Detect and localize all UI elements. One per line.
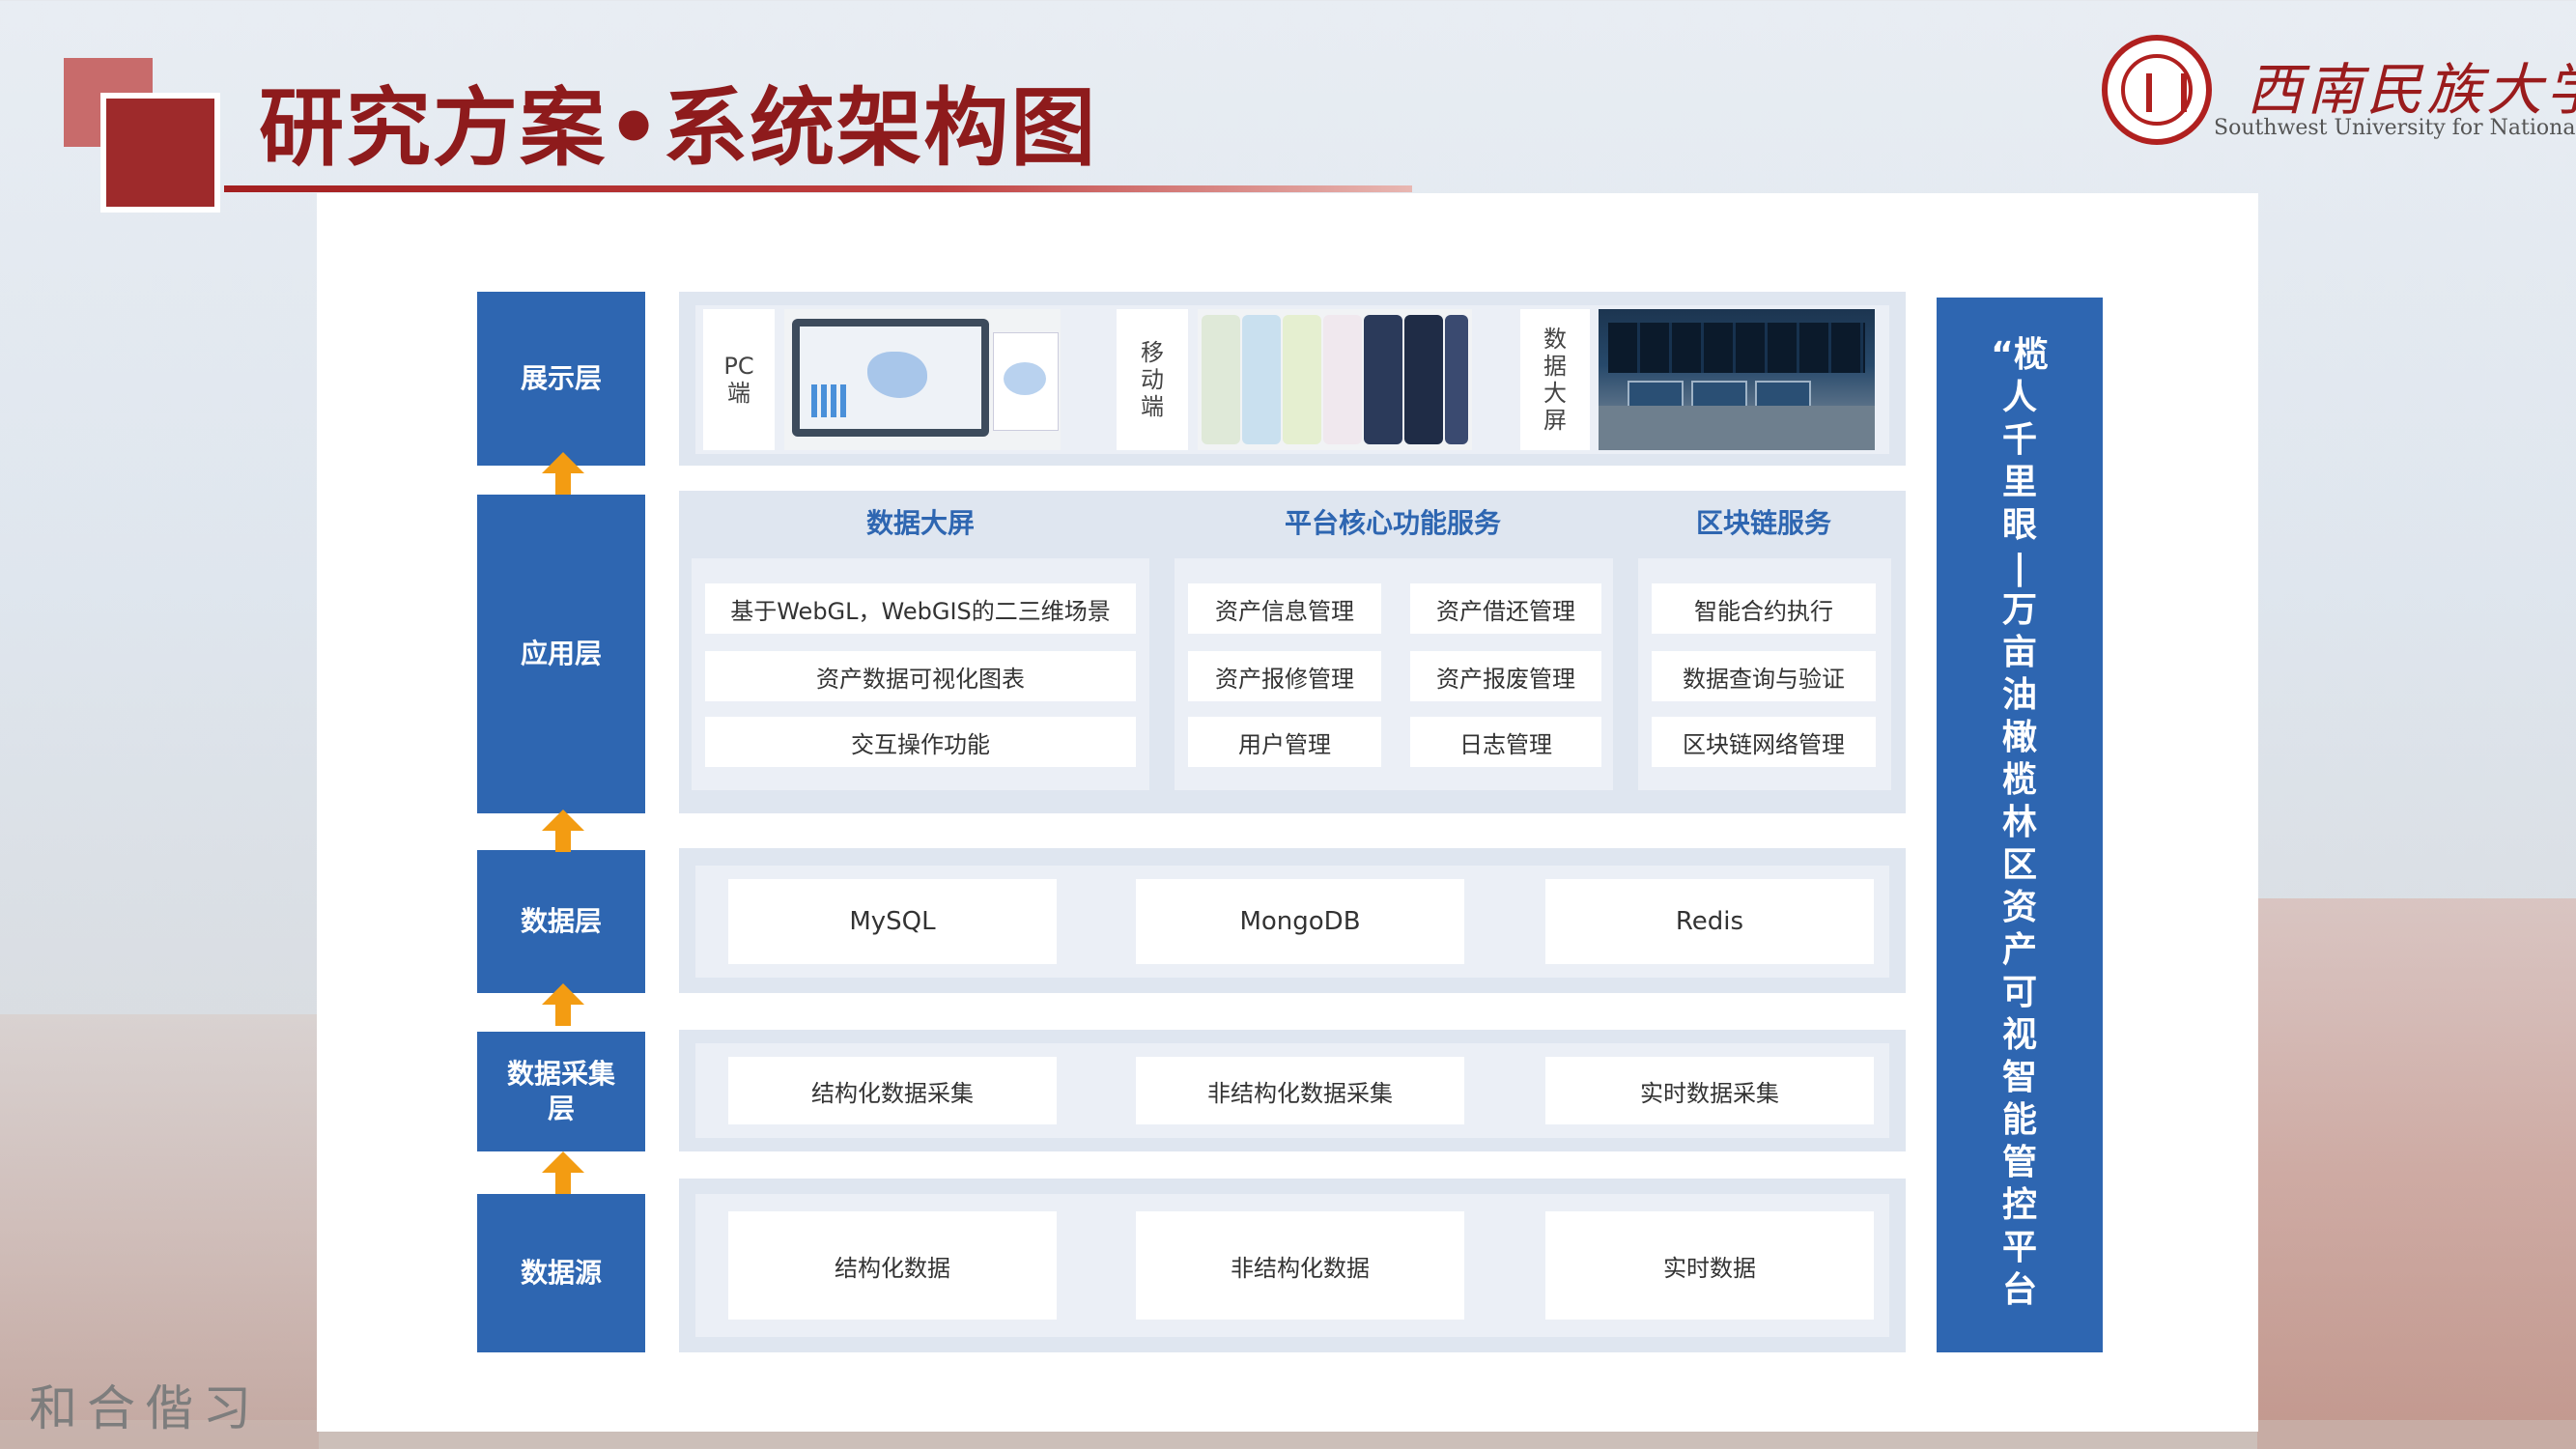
- layer-label-source: 数据源: [477, 1194, 645, 1352]
- database-redis: Redis: [1545, 879, 1874, 964]
- app-item: 资产报修管理: [1188, 651, 1381, 701]
- platform-title-char: 油: [2001, 675, 2037, 715]
- university-seal-logo: [2102, 35, 2212, 145]
- page-title: 研究方案•系统架构图: [259, 78, 1098, 178]
- collection-item: 非结构化数据采集: [1136, 1057, 1464, 1124]
- app-item: 智能合约执行: [1652, 583, 1876, 634]
- app-item: 基于WebGL，WebGIS的二三维场景: [705, 583, 1136, 634]
- app-item: 区块链网络管理: [1652, 717, 1876, 767]
- bigscreen-label: 数 据 大 屏: [1520, 309, 1590, 450]
- platform-title-char: 管: [2001, 1143, 2037, 1182]
- platform-title-char: 视: [2001, 1015, 2037, 1055]
- platform-title-char: 智: [2001, 1058, 2037, 1097]
- platform-title-char: 可: [2001, 973, 2037, 1012]
- layer-label-application: 应用层: [477, 495, 645, 813]
- pc-label: PC 端: [703, 309, 775, 450]
- platform-title-char: 眼: [2001, 505, 2037, 545]
- platform-title-char: 资: [2001, 888, 2037, 927]
- app-item: 用户管理: [1188, 717, 1381, 767]
- database-mongodb: MongoDB: [1136, 879, 1464, 964]
- background-building-right: [2257, 898, 2576, 1449]
- section-title-core-services: 平台核心功能服务: [1284, 507, 1501, 539]
- app-item: 资产信息管理: [1188, 583, 1381, 634]
- source-item: 非结构化数据: [1136, 1211, 1464, 1320]
- app-item: 资产报废管理: [1410, 651, 1601, 701]
- platform-title-char: 里: [2001, 463, 2037, 502]
- platform-title-char: 千: [2001, 420, 2037, 460]
- platform-title-char: |: [2013, 548, 2026, 587]
- database-mysql: MySQL: [728, 879, 1057, 964]
- platform-title-char: 橄: [2001, 718, 2037, 757]
- app-item: 数据查询与验证: [1652, 651, 1876, 701]
- layer-label-presentation: 展示层: [477, 292, 645, 466]
- platform-title-char: 台: [2001, 1270, 2037, 1310]
- background-building-left: [0, 1014, 319, 1449]
- layer-label-collection: 数据采集 层: [477, 1032, 645, 1151]
- section-title-data-screen: 数据大屏: [865, 507, 975, 539]
- platform-title-char: 人: [2001, 378, 2037, 417]
- platform-title-char: 能: [2001, 1100, 2037, 1140]
- university-name-cn: 西南民族大学: [2247, 57, 2576, 123]
- app-item: 资产借还管理: [1410, 583, 1601, 634]
- app-item: 日志管理: [1410, 717, 1601, 767]
- platform-title-char: 区: [2001, 845, 2037, 885]
- platform-title-char: 平: [2001, 1228, 2037, 1267]
- platform-title-char: 榄: [2001, 760, 2037, 800]
- collection-item: 结构化数据采集: [728, 1057, 1057, 1124]
- source-item: 结构化数据: [728, 1211, 1057, 1320]
- control-room-image: [1599, 309, 1875, 450]
- platform-title-char: 万: [2001, 590, 2037, 630]
- platform-title-vertical: “榄 人 千 里 眼 | 万 亩 油 橄 榄 林 区 资 产 可 视 智 能 管…: [1937, 298, 2103, 1352]
- collection-item: 实时数据采集: [1545, 1057, 1874, 1124]
- platform-title-char: 亩: [2001, 633, 2037, 672]
- title-underline: [224, 185, 1412, 192]
- platform-title-char: 产: [2001, 930, 2037, 970]
- layer-label-data: 数据层: [477, 850, 645, 993]
- motto: 和合偕习: [29, 1380, 261, 1436]
- source-item: 实时数据: [1545, 1211, 1874, 1320]
- app-item: 交互操作功能: [705, 717, 1136, 767]
- app-item: 资产数据可视化图表: [705, 651, 1136, 701]
- title-decoration-square-front: [100, 93, 220, 213]
- platform-title-char: 林: [2001, 803, 2037, 842]
- platform-title-char: “榄: [1991, 335, 2049, 375]
- platform-title-char: 控: [2001, 1185, 2037, 1225]
- section-title-blockchain: 区块链服务: [1695, 507, 1831, 539]
- mobile-screens-image: [1198, 309, 1472, 450]
- mobile-label: 移 动 端: [1117, 309, 1188, 450]
- university-name-en: Southwest University for Nationalities: [2214, 116, 2576, 140]
- pc-dashboard-image: [784, 309, 1061, 450]
